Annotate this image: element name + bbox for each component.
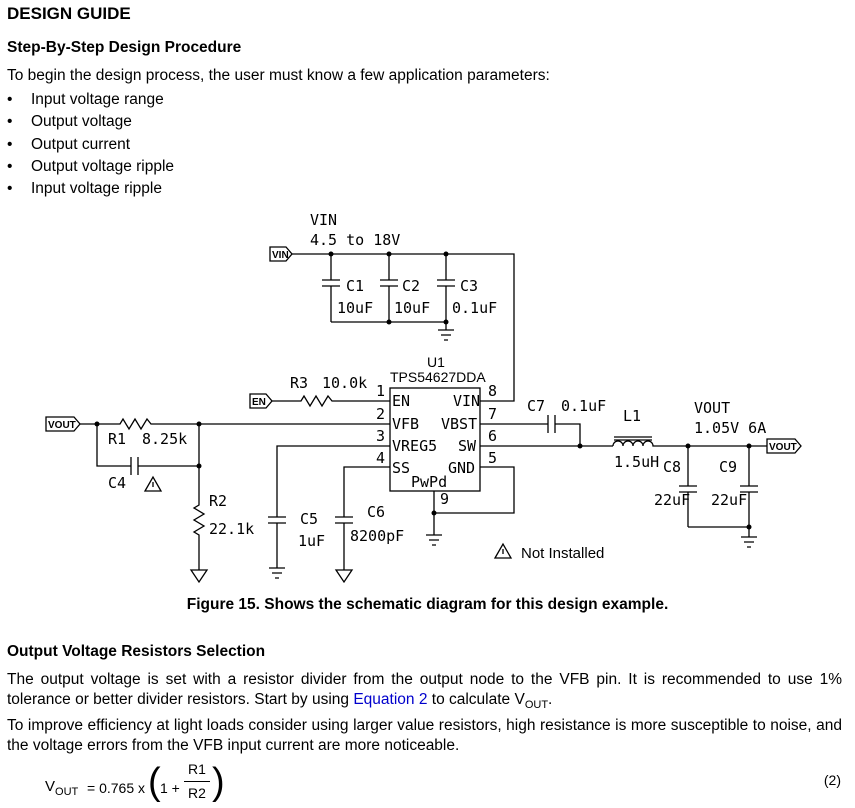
list-item: •Output voltage xyxy=(7,113,132,131)
en-port: EN xyxy=(252,397,266,408)
equation-2-link[interactable]: Equation 2 xyxy=(353,691,428,708)
r1-value: 8.25k xyxy=(142,430,187,448)
c8-name: C8 xyxy=(663,458,681,476)
r3-value: 10.0k xyxy=(322,374,367,392)
subsection2-title: Output Voltage Resistors Selection xyxy=(7,643,266,660)
list-item: •Input voltage ripple xyxy=(7,180,162,198)
c2-value: 10uF xyxy=(394,299,430,317)
c7-value: 0.1uF xyxy=(561,397,606,415)
r2-name: R2 xyxy=(209,492,227,510)
pad-name: PwPd xyxy=(411,473,447,491)
vout-label: VOUT xyxy=(694,399,730,417)
list-item: •Input voltage range xyxy=(7,91,164,108)
u1-part: TPS54627DDA xyxy=(390,369,486,385)
equation-left-paren: ( xyxy=(148,761,161,803)
l1-name: L1 xyxy=(623,407,641,425)
c9-value: 22uF xyxy=(711,491,747,509)
c1-name: C1 xyxy=(346,277,364,295)
not-installed-note: Not Installed xyxy=(521,545,604,562)
paragraph-2: To improve efficiency at light loads con… xyxy=(7,717,842,754)
equation-denominator: R2 xyxy=(188,785,206,801)
intro-text: To begin the design process, the user mu… xyxy=(7,67,550,84)
equation-right-paren: ) xyxy=(212,761,225,803)
pin-5-number: 5 xyxy=(488,449,497,467)
pin-9-number: 9 xyxy=(440,490,449,508)
schematic-diagram: VIN 4.5 to 18V VIN EN VOUT VOUT C1 10uF … xyxy=(45,211,802,584)
c6-value: 8200pF xyxy=(350,527,404,545)
c4-name: C4 xyxy=(108,474,126,492)
equation: VOUT = 0.765 x ( 1 + R1 R2 ) xyxy=(45,760,845,808)
vout-spec: 1.05V 6A xyxy=(694,419,766,437)
pin-2-number: 2 xyxy=(376,405,385,423)
pin-5-name: GND xyxy=(448,459,475,477)
vin-label: VIN xyxy=(310,211,337,229)
equation-one-plus: 1 + xyxy=(160,780,180,796)
c5-name: C5 xyxy=(300,510,318,528)
c3-value: 0.1uF xyxy=(452,299,497,317)
pin-7-name: VBST xyxy=(441,415,477,433)
c7-name: C7 xyxy=(527,397,545,415)
c3-name: C3 xyxy=(460,277,478,295)
r3-name: R3 xyxy=(290,374,308,392)
c8-value: 22uF xyxy=(654,491,690,509)
pin-2-name: VFB xyxy=(392,415,419,433)
c9-name: C9 xyxy=(719,458,737,476)
pin-3-name: VREG5 xyxy=(392,437,437,455)
figure-caption: Figure 15. Shows the schematic diagram f… xyxy=(186,596,669,613)
section-title: DESIGN GUIDE xyxy=(7,4,131,23)
pin-1-name: EN xyxy=(392,392,410,410)
list-item: •Output voltage ripple xyxy=(7,157,175,175)
c6-name: C6 xyxy=(367,503,385,521)
vout-port-out: VOUT xyxy=(769,442,797,453)
c5-value: 1uF xyxy=(298,532,325,550)
pin-4-name: SS xyxy=(392,459,410,477)
vin-range: 4.5 to 18V xyxy=(310,231,400,249)
equation-lhs: VOUT xyxy=(45,778,79,798)
pin-4-number: 4 xyxy=(376,449,385,467)
equation-coefficient: = 0.765 x xyxy=(87,780,145,796)
subsection-title: Step-By-Step Design Procedure xyxy=(7,39,242,56)
vin-port: VIN xyxy=(272,250,289,261)
r1-name: R1 xyxy=(108,430,126,448)
equation-number: (2) xyxy=(823,772,841,788)
c2-name: C2 xyxy=(402,277,420,295)
pin-7-number: 7 xyxy=(488,405,497,423)
list-item: •Output current xyxy=(7,135,131,153)
l1-value: 1.5uH xyxy=(614,453,659,471)
pin-3-number: 3 xyxy=(376,427,385,445)
pin-6-number: 6 xyxy=(488,427,497,445)
parameter-list: •Input voltage range •Output voltage •Ou… xyxy=(7,89,174,200)
r2-value: 22.1k xyxy=(209,520,254,538)
fraction-bar xyxy=(184,781,210,782)
pin-1-number: 1 xyxy=(376,382,385,400)
vout-port-in: VOUT xyxy=(48,420,76,431)
u1-name: U1 xyxy=(427,354,445,370)
c1-value: 10uF xyxy=(337,299,373,317)
paragraph-1: The output voltage is set with a resisto… xyxy=(7,671,842,712)
equation-numerator: R1 xyxy=(188,761,206,777)
pin-8-number: 8 xyxy=(488,382,497,400)
pin-8-name: VIN xyxy=(453,392,480,410)
pin-6-name: SW xyxy=(458,437,477,455)
